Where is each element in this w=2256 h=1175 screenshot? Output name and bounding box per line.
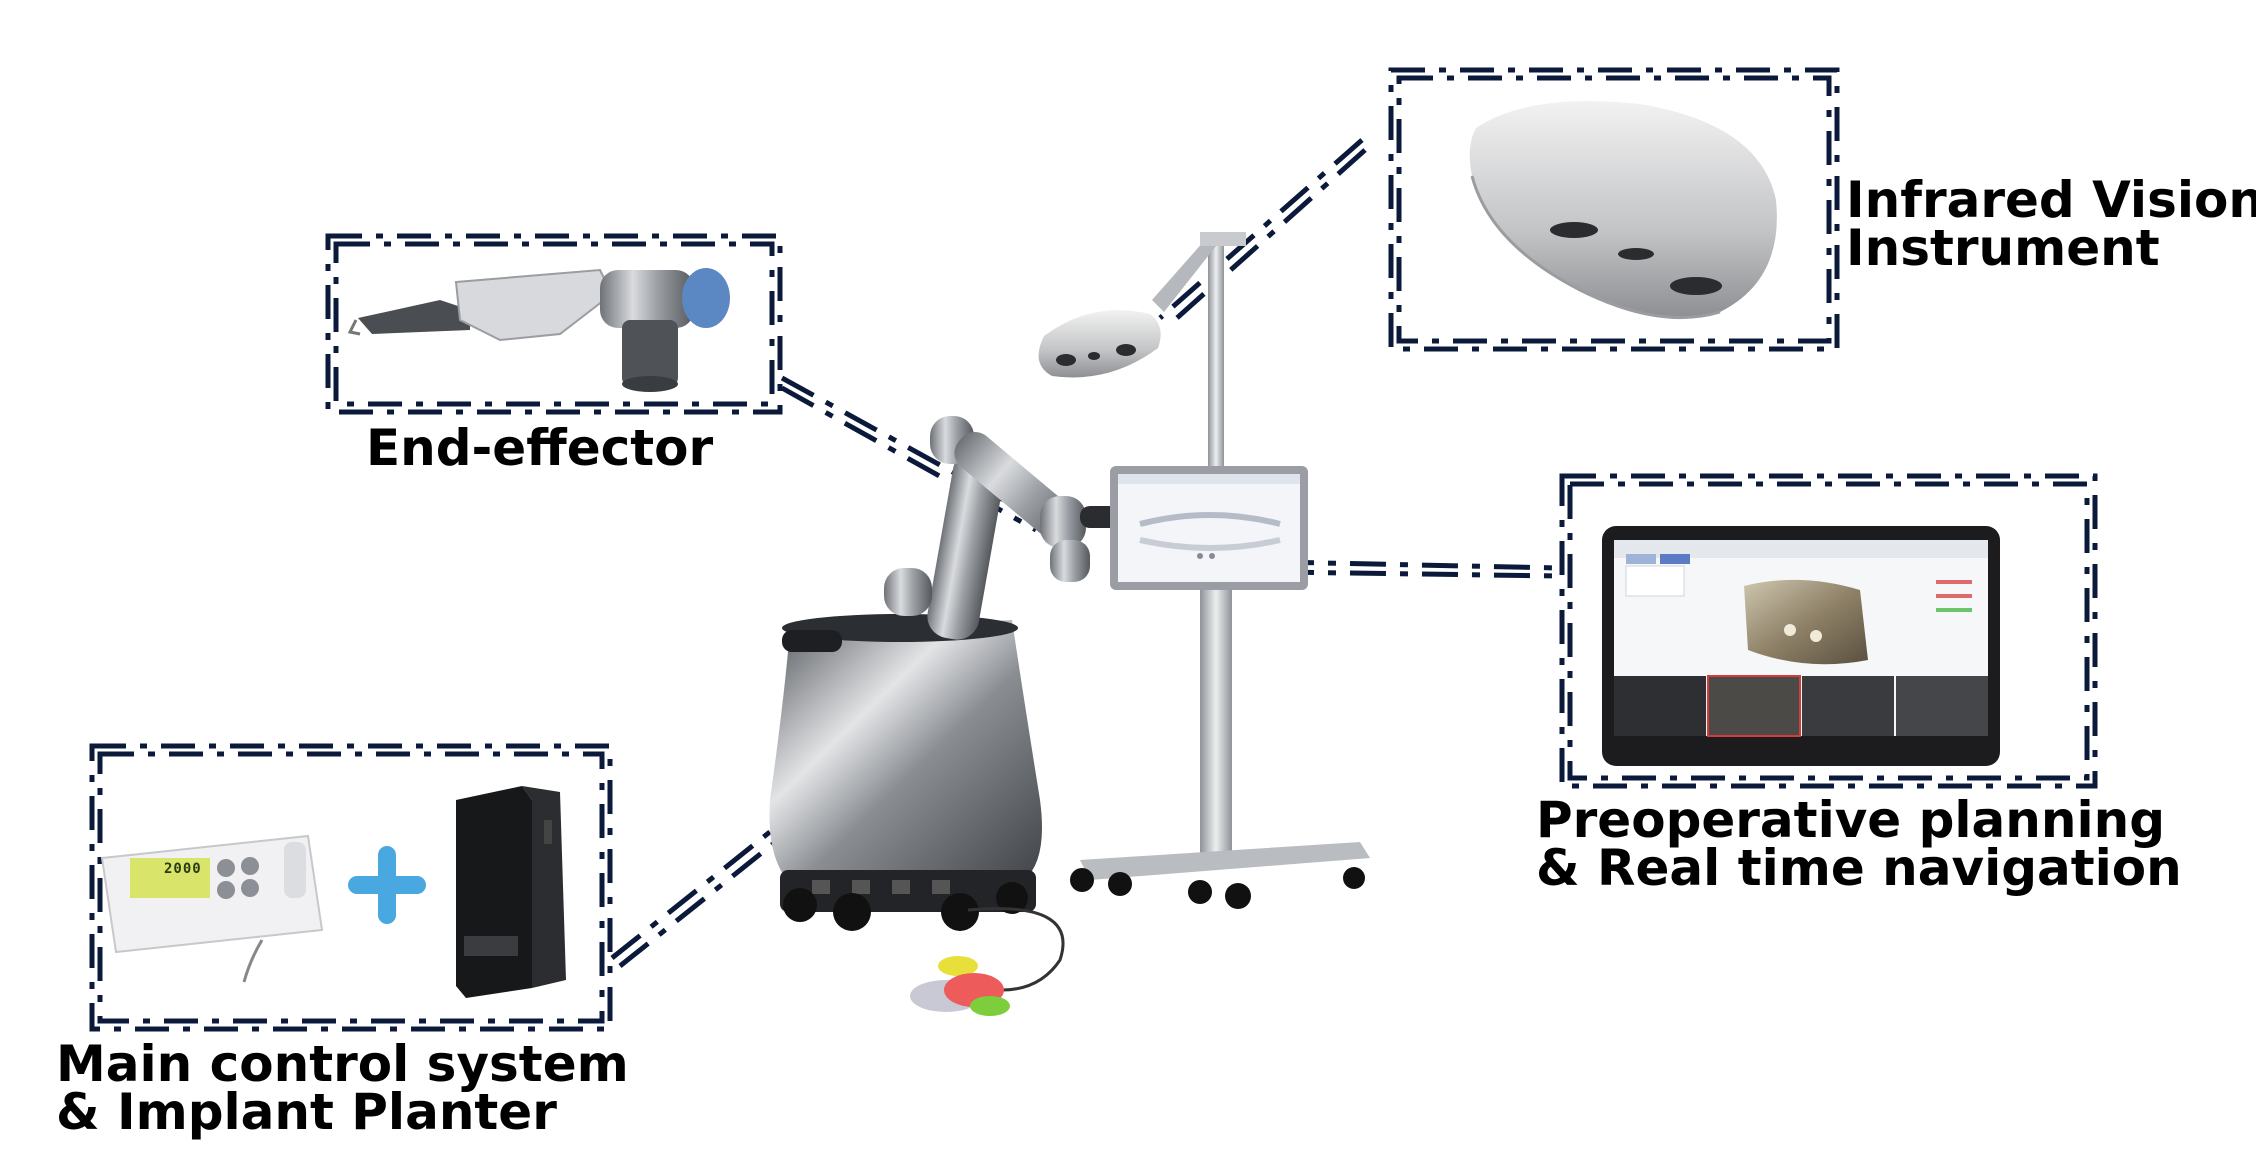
implant-planter-device xyxy=(100,834,324,983)
end-effector-label-text: End-effector xyxy=(366,419,714,477)
frame-end-effector xyxy=(325,233,783,415)
frame-infrared xyxy=(1388,67,1840,352)
frame-planning xyxy=(1559,473,2098,789)
planning-label-line-1: Preoperative planning xyxy=(1536,791,2166,849)
plus-icon xyxy=(348,846,426,924)
planning-label: Preoperative planning & Real time naviga… xyxy=(1536,791,2182,897)
infrared-label-line-2: Instrument xyxy=(1846,219,2160,277)
infrared-camera xyxy=(1469,101,1777,320)
infrared-label-line-1: Infrared Vision xyxy=(1846,171,2256,229)
planning-tablet xyxy=(1602,526,2000,766)
main-control-label-line-1: Main control system xyxy=(56,1035,629,1093)
main-control-label: Main control system & Implant Planter xyxy=(56,1035,629,1141)
end-effector-handpiece xyxy=(347,268,730,392)
infrared-label: Infrared Vision Instrument xyxy=(1846,171,2256,277)
dental-robot-illustration xyxy=(769,232,1370,1016)
connector-planning xyxy=(1277,559,1561,571)
end-effector-label: End-effector xyxy=(366,419,714,477)
implant-planter-display-text: 2000 xyxy=(164,861,202,877)
planning-label-line-2: & Real time navigation xyxy=(1536,839,2182,897)
desktop-computer xyxy=(456,786,566,998)
connector-main-control xyxy=(610,766,852,960)
connector-infrared xyxy=(1158,138,1364,320)
frame-main-control xyxy=(89,743,613,1032)
main-control-label-line-2: & Implant Planter xyxy=(56,1083,557,1141)
